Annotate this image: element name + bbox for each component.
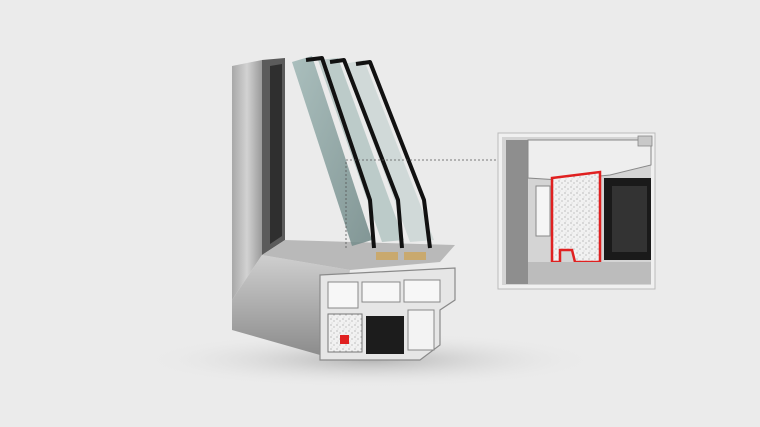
glass-edge-3 xyxy=(355,60,432,249)
profile-chamber-3 xyxy=(403,279,441,303)
detail-foam-core xyxy=(550,170,602,264)
leader-line xyxy=(345,159,498,248)
profile-chamber-2 xyxy=(361,281,401,303)
frame-left-front xyxy=(232,60,262,300)
glass-pane-1 xyxy=(292,56,372,246)
detail-inset xyxy=(497,132,656,290)
profile-chamber-1 xyxy=(327,281,359,309)
insulation-marker xyxy=(340,335,349,344)
glass-edge-1 xyxy=(305,56,376,249)
frame-left-sash xyxy=(270,64,282,244)
glass-edge-2 xyxy=(329,58,404,249)
glass-pane-3 xyxy=(344,60,434,242)
profile-foam-core xyxy=(327,313,363,353)
spacer-2 xyxy=(404,252,426,260)
profile-chamber-4 xyxy=(407,309,435,351)
spacer-1 xyxy=(376,252,398,260)
profile-steel-chamber xyxy=(366,316,404,354)
frame-sill xyxy=(262,240,455,270)
